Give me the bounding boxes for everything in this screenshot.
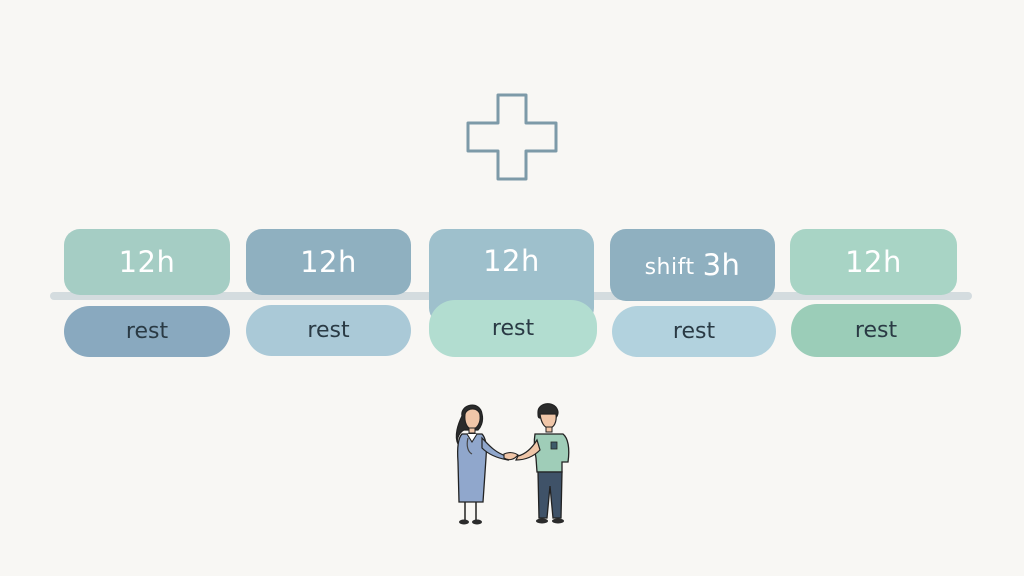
shift-block-4: shift 3h [610, 229, 775, 301]
shift-prefix-4: shift [644, 254, 695, 280]
rest-label-5: rest [854, 318, 898, 343]
rest-block-4: rest [612, 306, 776, 357]
shift-block-5: 12h [790, 229, 957, 295]
shift-label-4: 3h [702, 248, 741, 282]
shift-block-1: 12h [64, 229, 230, 295]
rest-block-5: rest [791, 304, 961, 357]
shift-label-3: 12h [483, 244, 540, 278]
caregiver-figure [515, 403, 570, 524]
shift-label-1: 12h [118, 245, 176, 279]
plus-icon [466, 93, 558, 181]
rest-label-1: rest [125, 319, 169, 344]
nurse-figure [455, 404, 510, 525]
rest-label-2: rest [307, 318, 350, 343]
shift-label-5: 12h [845, 245, 902, 279]
rest-label-4: rest [672, 319, 716, 344]
shift-label-2: 12h [300, 245, 357, 279]
rest-label-3: rest [491, 316, 535, 341]
handshake-illustration [455, 403, 570, 525]
rest-block-3: rest [429, 300, 597, 357]
rest-block-1: rest [64, 306, 230, 357]
rest-block-2: rest [246, 305, 411, 356]
shift-block-2: 12h [246, 229, 411, 295]
